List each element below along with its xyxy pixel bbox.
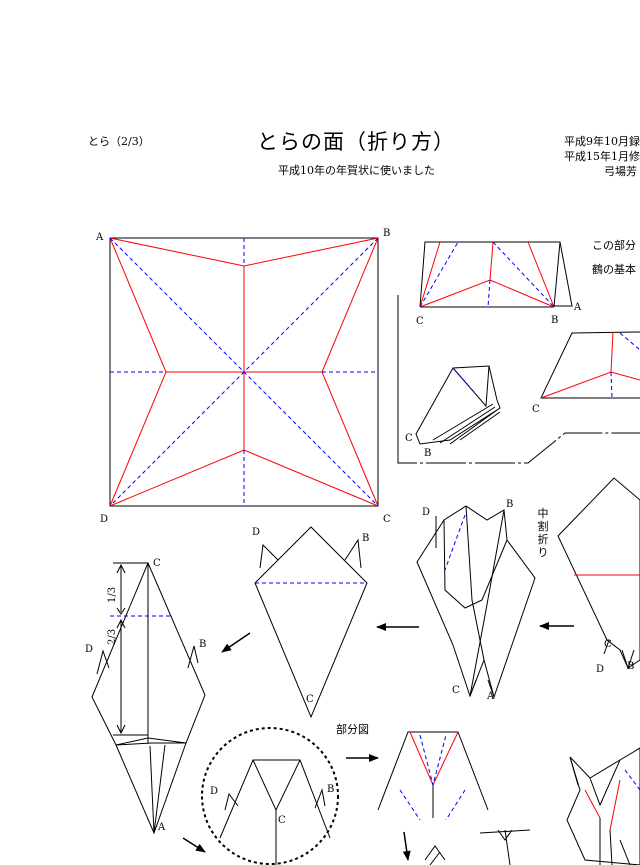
strip-label-a: A: [573, 302, 582, 313]
circle-label-b: B: [327, 784, 334, 795]
arrow-down-right: [182, 837, 206, 853]
narrow-label-d: D: [422, 507, 430, 518]
dimension-two-thirds: 2/3: [107, 629, 118, 645]
side-label-c: C: [405, 433, 413, 444]
step-kite-shape: D B C: [252, 526, 369, 719]
diamond-label-d: D: [85, 644, 93, 655]
corner-label-b: B: [383, 228, 390, 239]
diamond-label-c: C: [153, 558, 161, 569]
step-elongated-diamond: C D B A 1/3 2/3: [85, 558, 206, 835]
kite-label-c: C: [306, 694, 314, 705]
page-label: とら（2/3）: [88, 135, 150, 148]
note-line-2: 鶴の基本: [592, 263, 636, 276]
narrow-label-c: C: [452, 685, 460, 696]
side-label-b: B: [424, 448, 431, 459]
corner-label-c: C: [383, 514, 391, 525]
corner-label-d: D: [100, 514, 108, 525]
crease-pattern-square: A B D C: [95, 228, 391, 525]
kite-label-b: B: [362, 533, 369, 544]
kite-label-d: D: [252, 527, 260, 538]
step-tiger-head: [566, 747, 640, 865]
arrow-down: [402, 831, 411, 861]
step-flattened-strip: C B A: [416, 241, 582, 327]
valley-folds: [109, 237, 379, 507]
strip-label-b: B: [551, 315, 558, 326]
front-label-d: D: [596, 664, 604, 675]
step-head-detail-circle: D B C: [201, 727, 339, 865]
step-crane-base-side: C B: [405, 365, 501, 459]
front-label-c: C: [604, 639, 612, 650]
page-title: とらの面（折り方）: [257, 130, 455, 154]
corner-label-a: A: [95, 232, 104, 243]
mountain-folds: [109, 237, 379, 507]
author-name: 弓場芳: [604, 165, 637, 178]
step-partial-square: C: [532, 331, 640, 415]
front-label-b: B: [627, 661, 634, 672]
date-line-2: 平成15年1月修: [564, 150, 640, 163]
dimension-one-third: 1/3: [107, 587, 118, 603]
circle-label-c: C: [278, 815, 286, 826]
date-block: 平成9年10月録 平成15年1月修 弓場芳: [564, 134, 640, 179]
strip-label-c: C: [416, 316, 424, 327]
diamond-label-b: B: [199, 639, 206, 650]
step-narrowed-base: D B C A: [416, 499, 536, 702]
date-line-1: 平成9年10月録: [564, 135, 640, 148]
note-block: この部分 鶴の基本: [592, 234, 636, 282]
diamond-label-a: A: [157, 822, 166, 833]
arrow-down-left: [221, 632, 251, 653]
detail-view-label: 部分図: [336, 723, 369, 736]
narrow-label-b: B: [506, 499, 513, 510]
partial-label-c: C: [532, 404, 540, 415]
note-line-1: この部分: [592, 239, 636, 252]
circle-label-d: D: [210, 786, 218, 797]
inside-reverse-fold-label: 中割折り: [537, 507, 549, 559]
page-subtitle: 平成10年の年賀状に使いました: [278, 164, 435, 177]
step-crane-base-front: C D B: [557, 477, 640, 675]
step-arrows: [182, 622, 574, 861]
step-partial-view: [377, 731, 531, 865]
narrow-label-a: A: [486, 691, 495, 702]
